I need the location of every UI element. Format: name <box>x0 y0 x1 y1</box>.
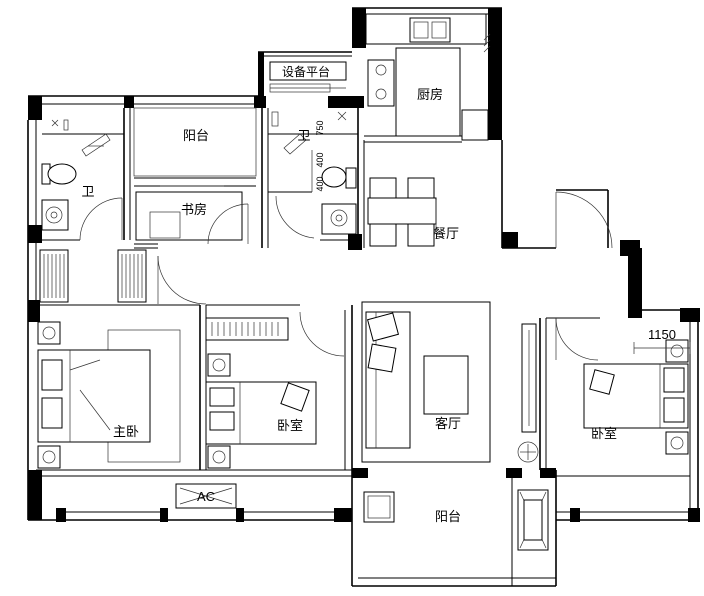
bedroom-mid-furniture <box>205 317 317 469</box>
label-equipment-platform: 设备平台 <box>282 64 330 79</box>
room-labels: 设备平台 厨房 阳台 卫 卫 书房 餐厅 主卧 卧室 客厅 卧室 阳台 <box>81 64 617 525</box>
dimension-750: 750 <box>315 120 325 135</box>
label-kitchen: 厨房 <box>417 87 443 103</box>
kitchen-fixtures <box>365 13 491 141</box>
wardrobe-right <box>117 249 147 303</box>
label-living: 客厅 <box>435 416 461 432</box>
dimension-marks: 1150 750 400 400 <box>315 120 691 354</box>
ac-unit: AC <box>175 483 237 509</box>
ac-label: AC <box>197 489 215 504</box>
balcony-south-fixtures <box>363 489 549 551</box>
bedroom-right-furniture <box>555 317 689 455</box>
wardrobe-mid <box>205 317 289 341</box>
toilet-icon <box>47 163 77 185</box>
bath-right-fixtures <box>268 111 358 239</box>
coffee-table <box>423 355 469 415</box>
label-dining: 餐厅 <box>433 226 459 242</box>
study-furniture <box>135 185 249 245</box>
dimension-1150: 1150 <box>648 327 676 342</box>
label-master-bedroom: 主卧 <box>113 425 139 440</box>
living-furniture <box>157 255 539 463</box>
stove-icon <box>367 59 395 107</box>
label-balcony-north: 阳台 <box>183 129 209 144</box>
master-bedroom-furniture <box>37 249 181 469</box>
wardrobe-left <box>39 249 69 303</box>
label-balcony-south: 阳台 <box>435 510 461 525</box>
sink-icon <box>409 17 451 43</box>
label-bedroom-mid: 卧室 <box>277 418 303 434</box>
equipment-platform-area <box>269 61 347 93</box>
dining-furniture <box>367 177 613 249</box>
washbasin-icon-right <box>321 203 357 235</box>
label-study: 书房 <box>181 202 207 218</box>
label-bath-right: 卫 <box>297 129 310 144</box>
dimension-400a: 400 <box>315 152 325 167</box>
label-bedroom-right: 卧室 <box>591 426 617 442</box>
toilet-icon-right <box>321 166 347 188</box>
label-bath-left: 卫 <box>81 185 94 200</box>
bath-left-fixtures <box>41 119 124 241</box>
balcony-north-area <box>133 107 257 177</box>
dimension-400b: 400 <box>315 176 325 191</box>
washbasin-icon <box>41 199 69 231</box>
